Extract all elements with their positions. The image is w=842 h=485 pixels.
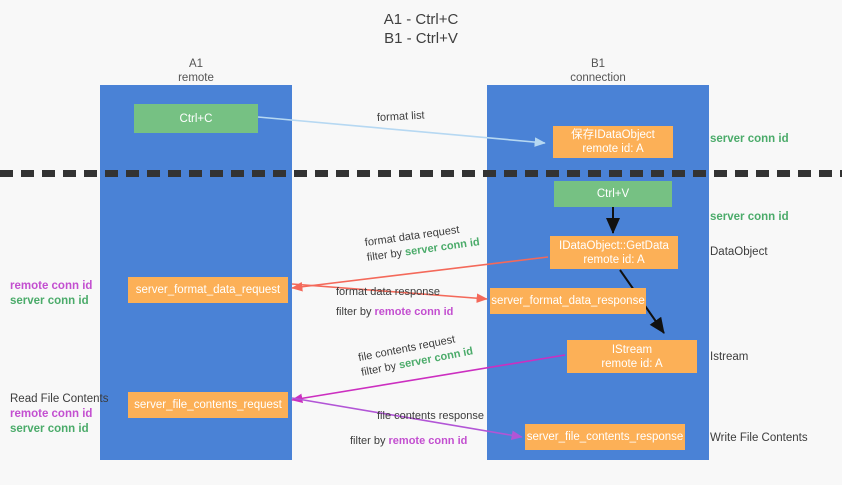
box-server-format-data-request[interactable]: server_format_data_request [128, 277, 288, 303]
box-ctrl-c[interactable]: Ctrl+C [134, 104, 258, 133]
box-ctrl-v-label: Ctrl+V [596, 188, 630, 200]
box-istream[interactable]: IStream remote id: A [567, 340, 697, 373]
box-server-file-contents-response-label: server_file_contents_response [526, 431, 684, 443]
box-server-format-data-response-label: server_format_data_response [491, 295, 645, 307]
box-idataobject-getdata[interactable]: IDataObject::GetData remote id: A [550, 236, 678, 269]
arrow-label-format-data-response-filter-key: remote conn id [374, 306, 454, 318]
page-title: A1 - Ctrl+C B1 - Ctrl+V [0, 10, 842, 48]
column-header-a1: A1 remote [100, 57, 292, 85]
box-save-idataobject-line1: 保存IDataObject [571, 129, 655, 141]
label-istream: Istream [710, 351, 749, 363]
box-server-file-contents-response[interactable]: server_file_contents_response [525, 424, 685, 450]
arrow-label-file-contents-response-line1: file contents response [377, 410, 485, 422]
box-getdata-line2: remote id: A [583, 253, 645, 266]
box-server-format-data-response[interactable]: server_format_data_response [490, 288, 646, 314]
label-file-remote-conn-id: remote conn id [10, 408, 93, 420]
box-ctrl-v[interactable]: Ctrl+V [554, 181, 672, 207]
box-istream-line1: IStream [611, 343, 653, 356]
box-server-file-contents-request-label: server_file_contents_request [134, 399, 282, 411]
label-dataobject: DataObject [710, 246, 768, 258]
box-ctrl-c-label: Ctrl+C [179, 112, 213, 125]
label-server-conn-id-top: server conn id [710, 133, 789, 145]
label-file-server-conn-id: server conn id [10, 423, 89, 435]
box-save-idataobject[interactable]: 保存IDataObject remote id: A [553, 126, 673, 158]
column-a1-name: A1 [188, 58, 204, 70]
title-line-2: B1 - Ctrl+V [384, 30, 458, 47]
arrow-label-file-contents-response: file contents response [377, 409, 484, 424]
column-header-b1: B1 connection [487, 57, 709, 85]
arrow-label-format-data-request-filter-pre: filter by [366, 246, 406, 264]
arrow-label-format-data-response: format data response filter by remote co… [336, 285, 453, 320]
label-server-conn-id-mid: server conn id [710, 211, 789, 223]
label-format-remote-conn-id: remote conn id [10, 280, 93, 292]
arrow-label-file-contents-response-filter-pre: filter by [350, 435, 389, 447]
phase-divider [0, 170, 842, 177]
arrow-label-format-data-request: format data request filter by server con… [364, 220, 481, 266]
label-write-file-contents: Write File Contents [710, 432, 808, 444]
label-group-read-file-contents: Read File Contents remote conn id server… [10, 392, 108, 437]
arrow-label-file-contents-request: file contents request filter by server c… [357, 330, 474, 381]
title-line-1: A1 - Ctrl+C [383, 11, 459, 28]
box-getdata-line1: IDataObject::GetData [559, 239, 669, 252]
arrow-label-format-list-text: format list [376, 109, 425, 124]
arrow-label-file-contents-response-filter: filter by remote conn id [350, 434, 467, 449]
box-server-file-contents-request[interactable]: server_file_contents_request [128, 392, 288, 418]
box-istream-line2: remote id: A [601, 357, 663, 370]
arrow-label-file-contents-response-filter-key: remote conn id [388, 435, 468, 447]
arrow-label-format-data-response-filter-pre: filter by [336, 306, 375, 318]
box-save-idataobject-line2: remote id: A [582, 143, 644, 155]
box-server-format-data-request-label: server_format_data_request [135, 284, 281, 296]
column-b1-name: B1 [590, 58, 606, 70]
column-a1-sub: remote [178, 72, 214, 84]
label-format-server-conn-id: server conn id [10, 295, 89, 307]
arrow-label-format-data-response-line2: filter by remote conn id [336, 305, 453, 320]
label-read-file-contents: Read File Contents [10, 393, 109, 405]
column-b1-sub: connection [570, 72, 626, 84]
arrow-label-format-list: format list [377, 109, 425, 126]
arrow-label-format-data-response-line1: format data response [336, 286, 440, 298]
label-group-format-conn-ids: remote conn id server conn id [10, 279, 92, 309]
